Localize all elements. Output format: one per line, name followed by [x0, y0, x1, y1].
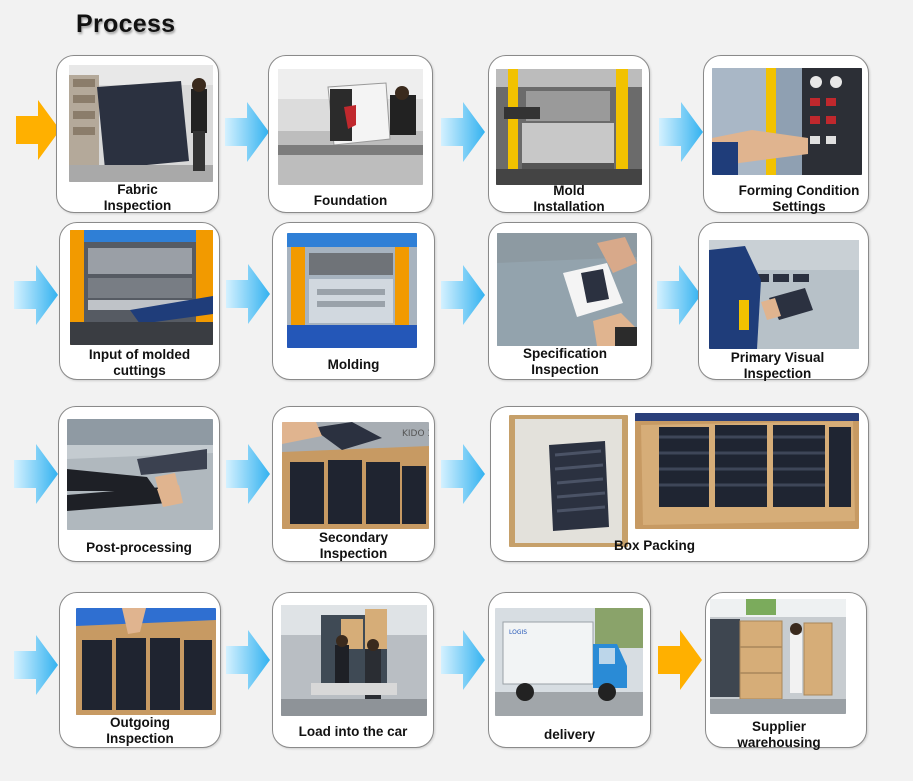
- step-secondary-inspection: KIDO 3 Secondary Inspection: [272, 406, 435, 562]
- step-label: Load into the car: [273, 724, 433, 740]
- loading-truck-photo: [281, 605, 427, 716]
- step-primary-visual-inspection: Primary Visual Inspection: [698, 222, 869, 381]
- step-label-line1: Forming Condition: [738, 183, 860, 198]
- orange-arrow-icon: [16, 98, 60, 162]
- step-label-line1: Input of molded: [88, 347, 191, 362]
- step-label-line1: Post-processing: [86, 540, 192, 555]
- press-machine-photo: [70, 230, 213, 345]
- step-label-line2: warehousing: [737, 735, 821, 750]
- step-label-line1: Specification: [522, 346, 608, 361]
- blue-arrow-icon: [225, 100, 269, 164]
- step-label-line1: Fabric: [117, 182, 158, 197]
- step-label-line2: Installation: [533, 199, 605, 214]
- step-label-line1: Foundation: [313, 193, 388, 208]
- step-label-line2: Settings: [772, 199, 826, 214]
- step-label-line2: Inspection: [743, 366, 812, 381]
- step-delivery: LOGIS delivery: [488, 592, 651, 748]
- post-processing-photo: [67, 419, 213, 530]
- orange-arrow-icon: [658, 628, 702, 692]
- step-box-packing: Box Packing: [490, 406, 869, 562]
- box-packing-photo: [635, 413, 859, 529]
- blue-arrow-icon: [441, 628, 485, 692]
- visual-inspection-photo: [709, 240, 859, 349]
- box-packing-photo: [509, 415, 628, 547]
- step-label: Foundation: [269, 193, 432, 209]
- step-label-line1: Outgoing: [110, 715, 170, 730]
- step-label: Molding: [273, 357, 434, 373]
- step-fabric-inspection: Fabric Inspection: [56, 55, 219, 213]
- blue-arrow-icon: [657, 263, 701, 327]
- step-label: Primary Visual Inspection: [687, 350, 868, 382]
- blue-arrow-icon: [441, 100, 485, 164]
- step-post-processing: Post-processing: [58, 406, 220, 562]
- step-label-line2: Inspection: [319, 546, 388, 561]
- step-label-line1: Primary Visual: [730, 350, 825, 365]
- outgoing-inspection-photo: [76, 608, 216, 715]
- blue-arrow-icon: [14, 263, 58, 327]
- step-label-line2: Inspection: [106, 731, 174, 746]
- step-label: Outgoing Inspection: [60, 715, 220, 747]
- mold-installation-photo: [496, 69, 642, 185]
- step-label: Input of molded cuttings: [60, 347, 219, 379]
- blue-arrow-icon: [441, 263, 485, 327]
- step-label: Secondary Inspection: [273, 530, 434, 562]
- blue-arrow-icon: [441, 442, 485, 506]
- svg-text:LOGIS: LOGIS: [509, 629, 527, 636]
- blue-arrow-icon: [226, 262, 270, 326]
- step-forming-condition-settings: Forming Condition Settings: [703, 55, 869, 215]
- blue-arrow-icon: [14, 633, 58, 697]
- step-label-line2: Inspection: [531, 362, 599, 377]
- step-label: Mold Installation: [489, 183, 649, 215]
- step-label-line1: Secondary: [318, 530, 389, 545]
- secondary-inspection-photo: KIDO 3: [282, 422, 429, 529]
- control-panel-photo: [712, 68, 862, 175]
- step-label-line1: Mold: [553, 183, 585, 198]
- warehouse-photo: [710, 599, 846, 714]
- step-label: Specification Inspection: [479, 346, 651, 378]
- blue-arrow-icon: [226, 628, 270, 692]
- step-label: Supplier warehousing: [692, 719, 866, 751]
- step-label-line1: Supplier: [751, 719, 806, 734]
- step-label: Fabric Inspection: [57, 182, 218, 214]
- step-label-line1: delivery: [543, 727, 596, 742]
- molding-press-photo: [287, 233, 417, 348]
- step-outgoing-inspection: Outgoing Inspection: [59, 592, 221, 748]
- step-input-of-molded-cuttings: Input of molded cuttings: [59, 222, 220, 380]
- delivery-truck-photo: LOGIS: [495, 608, 643, 716]
- step-label-line2: Inspection: [103, 198, 172, 213]
- step-label-line1: Molding: [327, 357, 380, 372]
- step-specification-inspection: Specification Inspection: [488, 222, 652, 380]
- cutting-machine-photo: [278, 69, 423, 185]
- step-label: Forming Condition Settings: [730, 183, 868, 215]
- step-foundation: Foundation: [268, 55, 433, 213]
- step-supplier-warehousing: Supplier warehousing: [705, 592, 867, 750]
- blue-arrow-icon: [226, 442, 270, 506]
- step-molding: Molding: [272, 222, 435, 380]
- step-label-line1: Load into the car: [298, 724, 408, 739]
- blue-arrow-icon: [14, 442, 58, 506]
- page-title: Process: [76, 10, 176, 38]
- blue-arrow-icon: [659, 100, 703, 164]
- fabric-inspection-photo: [69, 65, 213, 182]
- step-mold-installation: Mold Installation: [488, 55, 650, 215]
- step-label: delivery: [489, 727, 650, 743]
- step-label: Post-processing: [59, 540, 219, 556]
- specification-check-photo: [497, 233, 637, 346]
- svg-text:KIDO 3: KIDO 3: [402, 429, 429, 439]
- step-load-into-the-car: Load into the car: [272, 592, 434, 748]
- step-label: Box Packing: [441, 538, 868, 554]
- step-label-line2: cuttings: [113, 363, 166, 378]
- step-label-line1: Box Packing: [613, 538, 696, 553]
